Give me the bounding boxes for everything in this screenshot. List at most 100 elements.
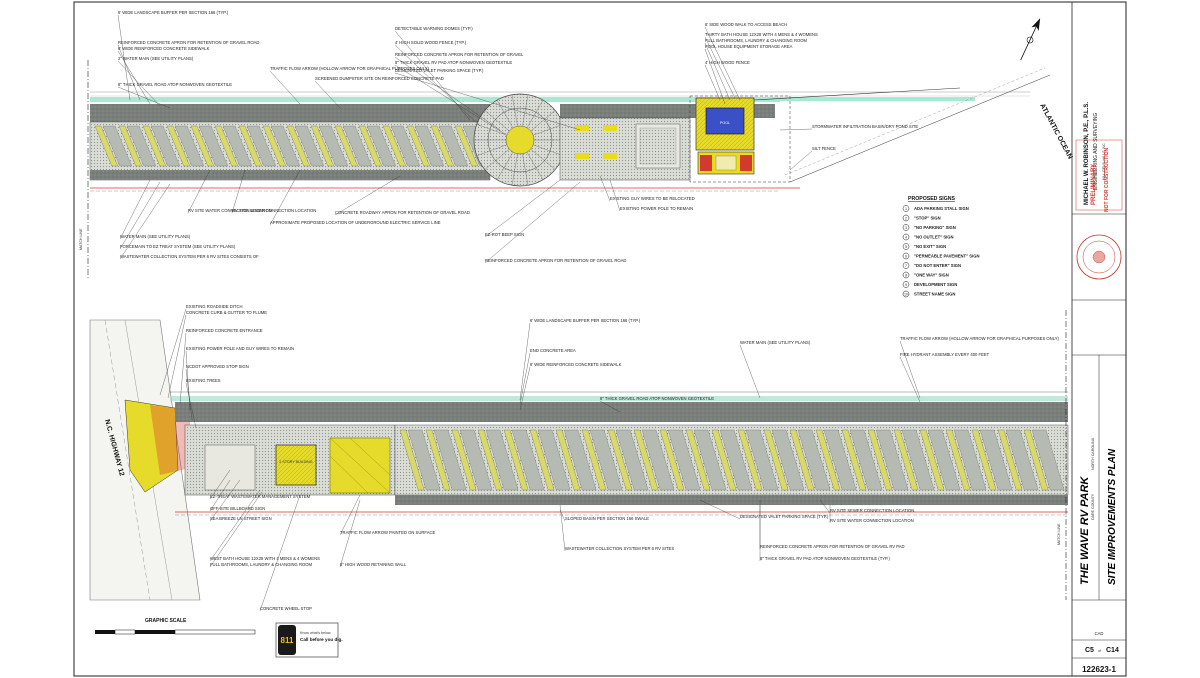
callout-note: 4' HIGH SOLID WOOD FENCE (TYP.) [395, 40, 467, 45]
rv-site [615, 429, 649, 491]
north-arrow-icon [1020, 18, 1041, 61]
rv-site [198, 125, 229, 167]
legend-number: 8 [905, 274, 907, 278]
rv-pad [310, 125, 335, 167]
callout-note: EXISTING ROADSIDE DITCH [186, 304, 243, 309]
callout-note: RV SITE WATER CONNECTION LOCATION [188, 208, 272, 213]
callout-note: 6' SIDE WOOD WALK TO ACCESS BEACH [705, 22, 787, 27]
rv-pad [997, 429, 1023, 491]
callout-note: REINFORCED CONCRETE APRON FOR RETENTION … [395, 52, 524, 57]
legend-marker [902, 281, 910, 288]
rv-site [641, 429, 675, 491]
sheet-total: C14 [1106, 647, 1119, 654]
rv-pad [1023, 429, 1049, 491]
rv-site [414, 125, 445, 167]
rv-site [126, 125, 157, 167]
match-line-label-lower: MATCH LINE [1057, 523, 1061, 545]
rv-pad [529, 429, 555, 491]
project-state: NORTH CAROLINA [1091, 437, 1095, 470]
rv-site [745, 429, 779, 491]
engineer-address: KILL DEVIL HILLS, NC [1102, 143, 1106, 180]
sheet-number: C5 [1085, 647, 1094, 654]
callout-note: 8" THICK GRAVEL RV PAD ATOP NONWOVEN GEO… [395, 60, 512, 65]
callout-note: 6' WIDE REINFORCED CONCRETE SIDEWALK [530, 362, 622, 367]
legend-item: STREET NAME SIGN [914, 292, 955, 297]
callout-note: WATER MAIN (SEE UTILITY PLANS) [740, 340, 811, 345]
rv-site [719, 429, 753, 491]
engineer-firm: ENGINEERING AND SURVEYING [1093, 112, 1099, 190]
rv-pad [214, 125, 239, 167]
callout-note: APPROXIMATE PROPOSED LOCATION OF UNDERGR… [270, 220, 441, 225]
legend-title: PROPOSED SIGNS [908, 196, 956, 202]
rv-pad [382, 125, 407, 167]
legend-marker [902, 290, 910, 298]
callout-note: CONCRETE WHEEL STOP [260, 606, 312, 611]
legend-number: 10 [904, 293, 908, 297]
rv-pad [406, 125, 431, 167]
callout-note: 8" HIGH WOOD RETAINING WALL [340, 562, 407, 567]
legend-marker [902, 224, 910, 231]
legend-marker [902, 214, 910, 222]
callout-note: POOL HOUSE EQUIPMENT STORAGE AREA [705, 44, 793, 49]
callout-note: FULL BATHROOMS, LAUNDRY & CHANGING ROOM [705, 38, 807, 43]
rv-pad [607, 429, 633, 491]
callout-note: 4' HIGH WOOD FENCE [705, 60, 750, 65]
rv-site [823, 429, 857, 491]
legend-item: DEVELOPMENT SIGN [914, 282, 957, 287]
rv-site [511, 429, 545, 491]
badge-811-line1: Know what's below. [300, 631, 331, 635]
rv-pad [399, 429, 425, 491]
callout-note: 6' WIDE LANDSCAPE BUFFER PER SECTION 166… [118, 10, 229, 15]
callout-note: NCDOT APPROVED STOP SIGN [186, 364, 249, 369]
rv-site [438, 125, 469, 167]
legend-number: 9 [905, 283, 907, 287]
rv-pad [815, 429, 841, 491]
graphic-scale-title: GRAPHIC SCALE [145, 618, 187, 624]
sheet-of: of [1098, 649, 1101, 653]
callout-note: 6' WIDE LANDSCAPE BUFFER PER SECTION 166… [530, 318, 641, 323]
rv-site [174, 125, 205, 167]
rv-site [366, 125, 397, 167]
rv-pad [190, 125, 215, 167]
callout-note: WATER MAIN (SEE UTILITY PLANS) [120, 234, 191, 239]
callout-note: DESIGNATED VALET PARKING SPACE (TYP.) [740, 514, 829, 519]
callout-note: WEST BATH HOUSE 12X28 WITH 4 MENS & 4 WO… [210, 556, 320, 561]
legend-marker [902, 262, 910, 269]
rv-site [849, 429, 883, 491]
callout-note: SILT FENCE [812, 146, 836, 151]
rv-pad [94, 125, 119, 167]
legend-marker [902, 233, 910, 241]
callout-note: CONCRETE ROADWAY APRON FOR RETENTION OF … [335, 210, 470, 215]
callout-note: RV SITE SEWER CONNECTION LOCATION [830, 508, 914, 513]
callout-note: EXISTING TREES [186, 378, 221, 383]
callout-note: EZ-TREAT WASTEWATER MANAGEMENT SYSTEM [210, 494, 311, 499]
rv-pad [262, 125, 287, 167]
callout-note: REINFORCED CONCRETE APRON FOR RETENTION … [485, 258, 626, 263]
legend-number: 2 [905, 217, 907, 221]
rv-site [693, 429, 727, 491]
callout-note: DESIGNATED VALET PARKING SPACE (TYP.) [395, 68, 484, 73]
callout-note: FIRE HYDRANT ASSEMBLY EVERY 400 FEET [900, 352, 990, 357]
callout-note: EXISTING POWER POLE AND GUY WIRES TO REM… [186, 346, 294, 351]
rv-site [1005, 429, 1039, 491]
rv-site [433, 429, 467, 491]
rv-site [246, 125, 277, 167]
project-title: THE WAVE RV PARK [1079, 476, 1091, 585]
rv-site [485, 429, 519, 491]
rv-pad [238, 125, 263, 167]
rv-pad [166, 125, 191, 167]
callout-note: 2" WATER MAIN (SEE UTILITY PLANS) [118, 56, 194, 61]
callout-note: REINFORCED CONCRETE APRON FOR RETENTION … [118, 40, 259, 45]
rv-pad [659, 429, 685, 491]
legend-number: 1 [905, 207, 907, 211]
rv-pad [477, 429, 503, 491]
callout-note: SCREENED DUMPSTER SITE ON REINFORCED CON… [315, 76, 444, 81]
rv-site [537, 429, 571, 491]
valet-parking-space [575, 153, 589, 159]
pool-label: POOL [720, 121, 730, 125]
legend-number: 3 [905, 226, 907, 230]
legend-number: 6 [905, 255, 907, 259]
rv-pad [425, 429, 451, 491]
rv-pad [118, 125, 143, 167]
callout-note: TRAFFIC FLOW ARROW (HOLLOW ARROW FOR GRA… [270, 66, 430, 71]
